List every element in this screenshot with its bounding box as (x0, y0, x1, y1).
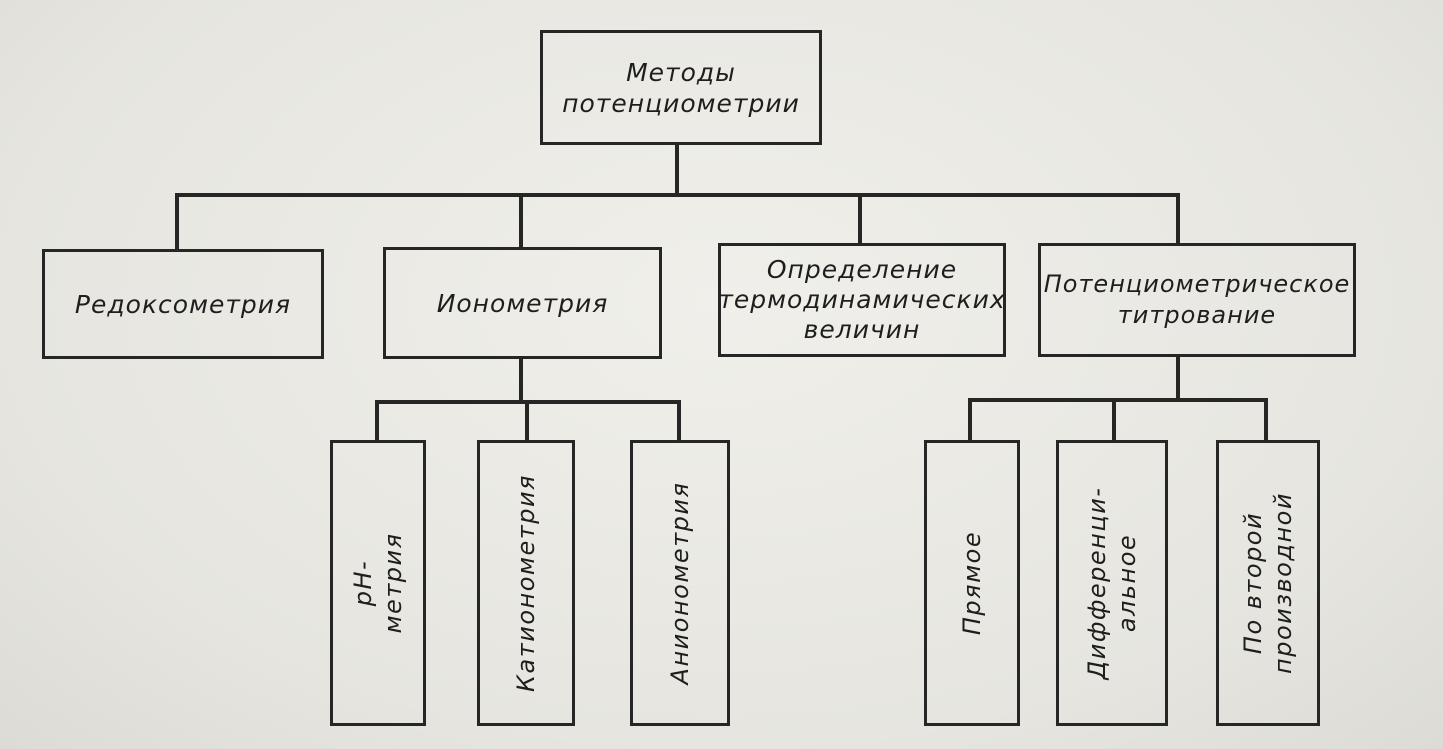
connector-thermo-drop (858, 193, 862, 245)
root-node-label: Методы потенциометрии (562, 57, 800, 118)
node-ph-metry-label: pH-метрия (349, 532, 407, 634)
node-titration: Потенциометрическое титрование (1038, 243, 1356, 357)
node-differential-label: Дифференци- альное (1083, 486, 1141, 680)
connector-anion-drop (677, 400, 681, 442)
connector-titration-drop (1176, 193, 1180, 245)
connector-iono-drop (519, 193, 523, 249)
node-thermodynamic: Определение термодинамических величин (718, 243, 1006, 357)
connector-cation-drop (525, 400, 529, 442)
node-cationometry-label: Катионометрия (512, 473, 540, 693)
connector-root-stem (675, 143, 679, 195)
node-second-derivative-label: По второй производной (1239, 492, 1297, 674)
node-direct-label: Прямое (958, 530, 986, 636)
connector-titration-stem (1176, 357, 1180, 400)
connector-redox-drop (175, 193, 179, 251)
root-node: Методы потенциометрии (540, 30, 822, 145)
connector-titration-bus (968, 398, 1268, 402)
node-redoxometry: Редоксометрия (42, 249, 324, 359)
node-second-derivative: По второй производной (1216, 440, 1320, 726)
connector-level1-bus (175, 193, 1180, 197)
connector-second-drop (1264, 398, 1268, 442)
node-ionometry-label: Ионометрия (436, 288, 609, 318)
connector-differential-drop (1112, 398, 1116, 442)
node-thermodynamic-label: Определение термодинамических величин (718, 255, 1006, 344)
connector-direct-drop (968, 398, 972, 442)
node-cationometry: Катионометрия (477, 440, 575, 726)
connector-iono-stem (519, 357, 523, 402)
node-direct: Прямое (924, 440, 1020, 726)
connector-ph-drop (375, 400, 379, 442)
node-ionometry: Ионометрия (383, 247, 662, 359)
node-differential: Дифференци- альное (1056, 440, 1168, 726)
node-anionometry-label: Анионометрия (666, 481, 694, 685)
node-redoxometry-label: Редоксометрия (74, 289, 292, 319)
node-anionometry: Анионометрия (630, 440, 730, 726)
node-titration-label: Потенциометрическое титрование (1043, 270, 1351, 329)
node-ph-metry: pH-метрия (330, 440, 426, 726)
